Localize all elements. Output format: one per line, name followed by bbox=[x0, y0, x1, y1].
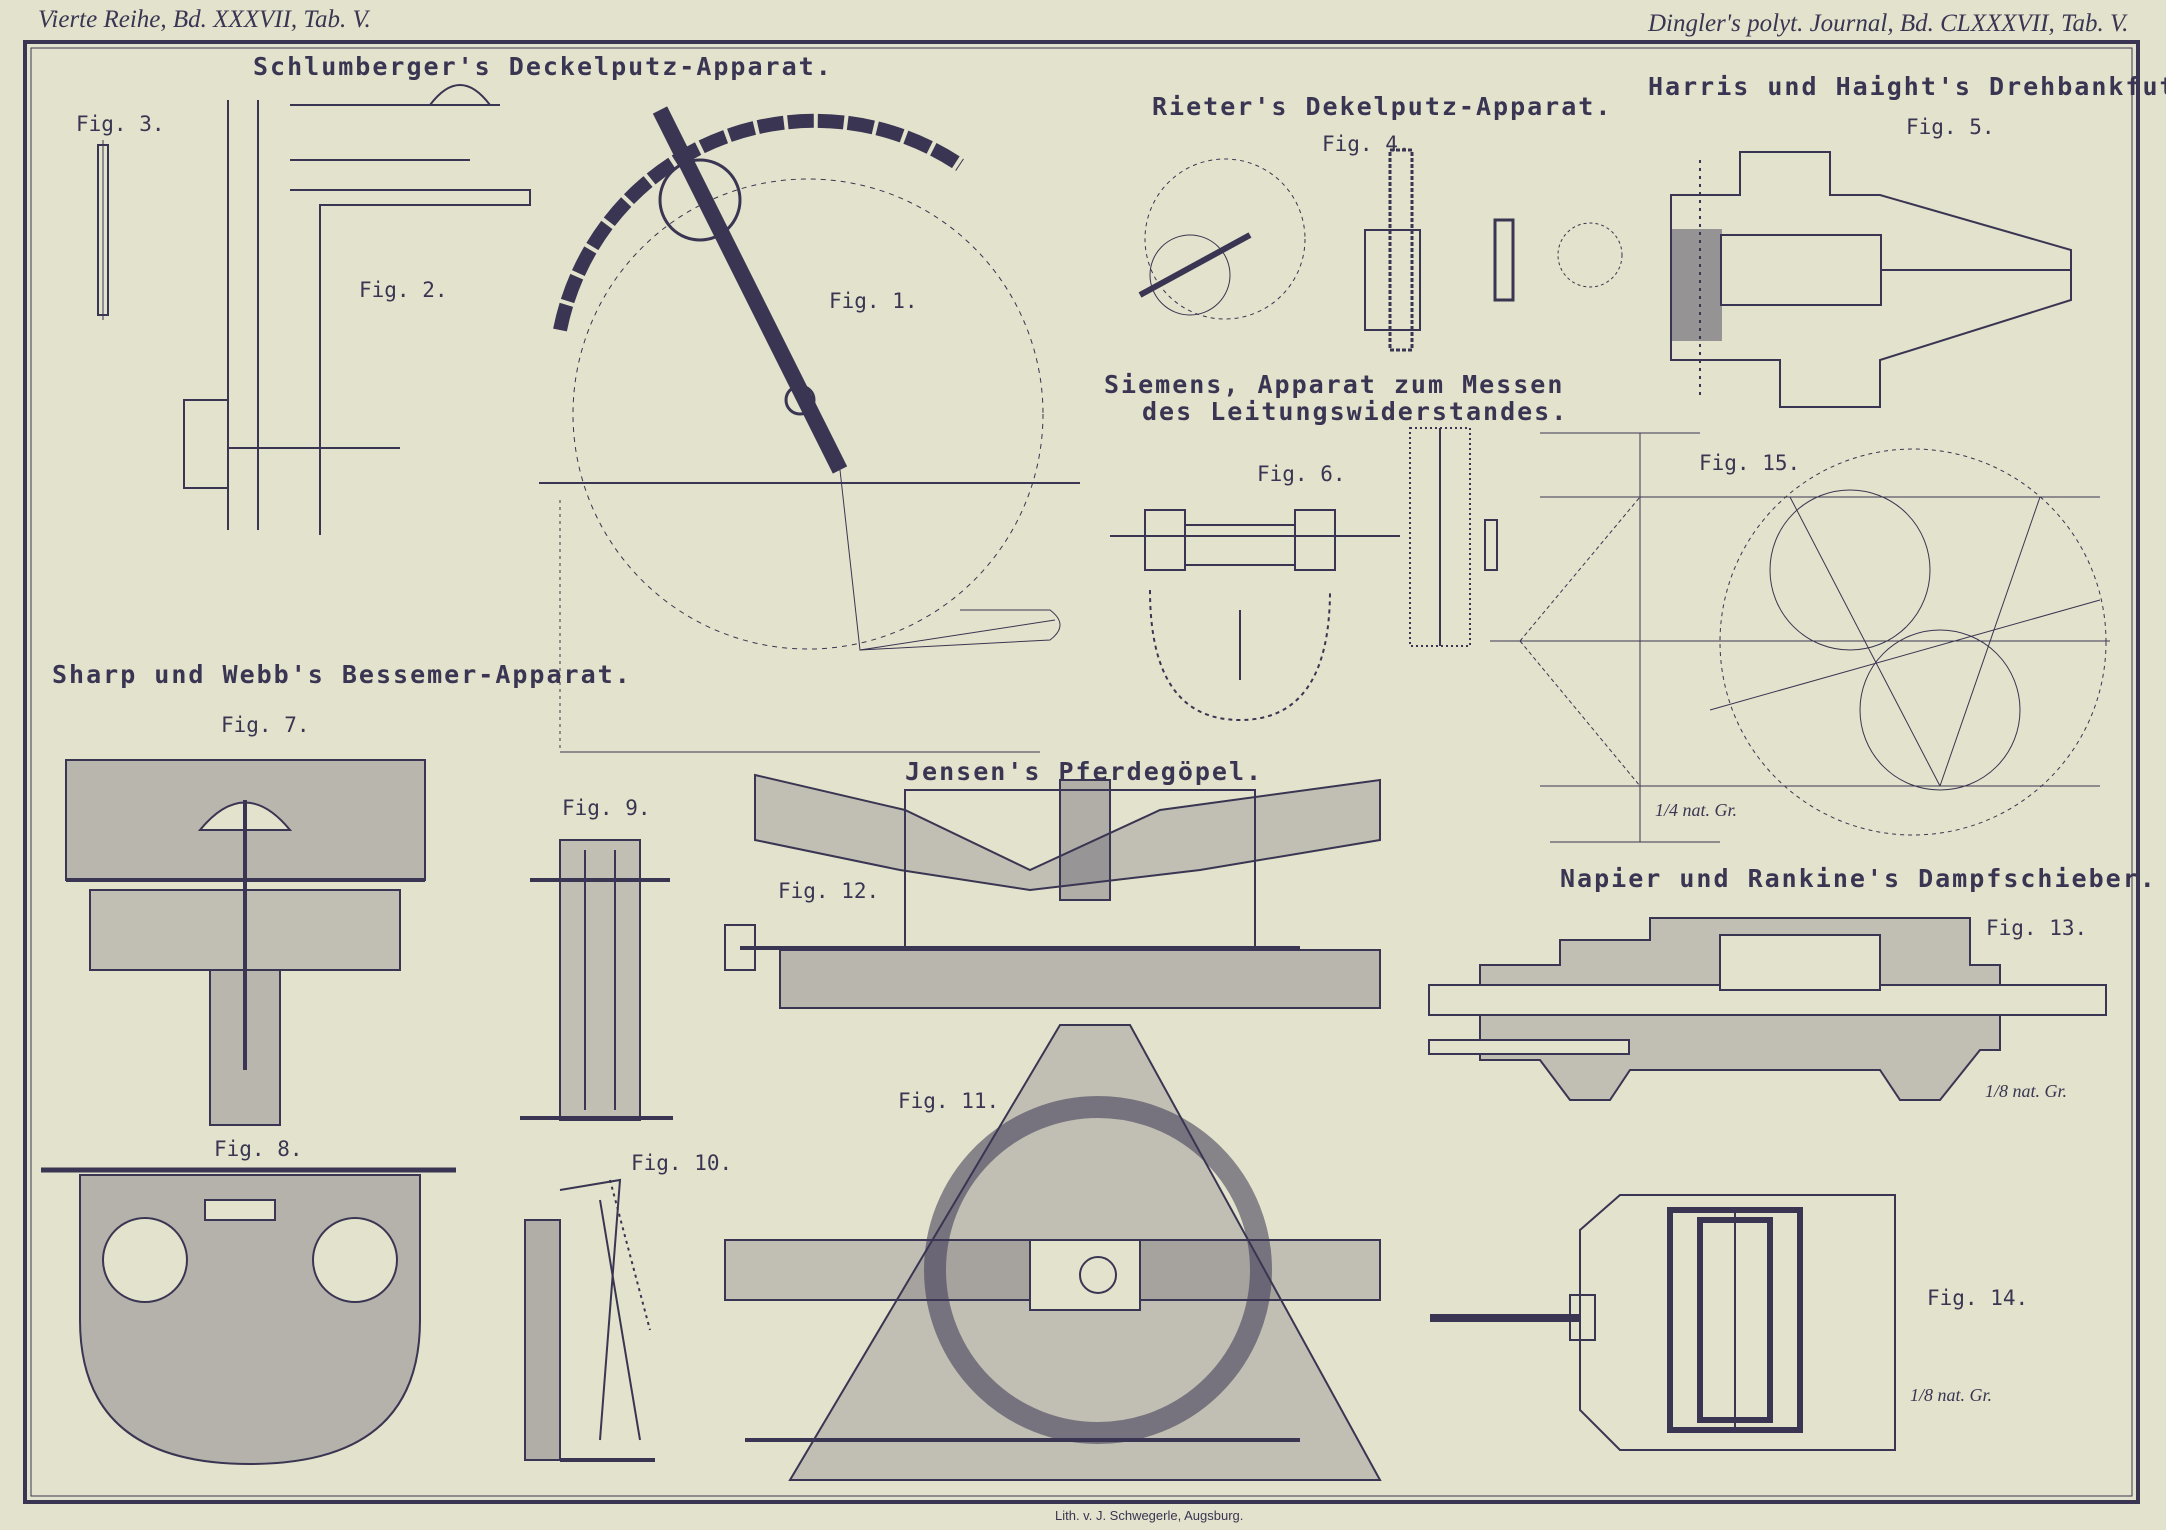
title-siemens-line2: des Leitungswiderstandes. bbox=[1142, 397, 1569, 426]
fig5-label: Fig. 5. bbox=[1906, 115, 1995, 139]
fig1-label: Fig. 1. bbox=[829, 289, 918, 313]
fig15-label: Fig. 15. bbox=[1699, 451, 1801, 475]
title-harris: Harris und Haight's Drehbankfutter. bbox=[1648, 72, 2166, 101]
title-jensen: Jensen's Pferdegöpel. bbox=[905, 757, 1264, 786]
lithographer-credit: Lith. v. J. Schwegerle, Augsburg. bbox=[1055, 1508, 1244, 1523]
fig7-label: Fig. 7. bbox=[221, 713, 310, 737]
fig6-label: Fig. 6. bbox=[1257, 462, 1346, 486]
title-schlumberger: Schlumberger's Deckelputz-Apparat. bbox=[253, 52, 833, 81]
fig3-label: Fig. 3. bbox=[76, 112, 165, 136]
fig11-label: Fig. 11. bbox=[898, 1089, 1000, 1113]
fig12-label: Fig. 12. bbox=[778, 879, 880, 903]
journal-header: Dingler's polyt. Journal, Bd. CLXXXVII, … bbox=[1648, 10, 2129, 37]
fig14-label: Fig. 14. bbox=[1927, 1286, 2029, 1310]
fig13-scale: 1/8 nat. Gr. bbox=[1985, 1081, 2068, 1101]
plate-series-header: Vierte Reihe, Bd. XXXVII, Tab. V. bbox=[38, 6, 371, 33]
fig10-drawing bbox=[524, 1178, 655, 1462]
fig2-label: Fig. 2. bbox=[359, 278, 448, 302]
fig13-drawing bbox=[1428, 917, 2107, 1101]
fig9-label: Fig. 9. bbox=[562, 796, 651, 820]
fig14-drawing bbox=[1430, 1194, 1896, 1451]
fig4-drawing bbox=[1138, 148, 1623, 352]
fig14-scale: 1/8 nat. Gr. bbox=[1910, 1385, 1993, 1405]
fig4-label: Fig. 4. bbox=[1322, 132, 1411, 156]
fig6-drawing bbox=[1110, 427, 1498, 722]
fig12-drawing bbox=[724, 773, 1381, 1009]
fig2-drawing bbox=[183, 84, 531, 535]
fig10-label: Fig. 10. bbox=[631, 1151, 733, 1175]
fig15-scale: 1/4 nat. Gr. bbox=[1655, 800, 1738, 820]
fig8-drawing bbox=[41, 1167, 456, 1466]
fig9-drawing bbox=[520, 839, 673, 1121]
fig11-drawing bbox=[724, 1024, 1382, 1481]
title-napier: Napier und Rankine's Dampfschieber. bbox=[1560, 864, 2157, 893]
fig1-drawing bbox=[539, 106, 1080, 753]
plate-frame bbox=[23, 40, 2140, 1504]
title-rieter: Rieter's Dekelputz-Apparat. bbox=[1152, 92, 1613, 121]
fig3-drawing bbox=[97, 140, 109, 320]
fig13-label: Fig. 13. bbox=[1986, 916, 2088, 940]
title-sharp: Sharp und Webb's Bessemer-Apparat. bbox=[52, 660, 632, 689]
fig7-drawing bbox=[65, 759, 426, 1126]
fig5-drawing bbox=[1670, 151, 2072, 408]
fig8-label: Fig. 8. bbox=[214, 1137, 303, 1161]
title-siemens-line1: Siemens, Apparat zum Messen bbox=[1104, 370, 1565, 399]
fig15-drawing bbox=[1490, 432, 2110, 843]
plate-frame-inner bbox=[30, 47, 2133, 1497]
